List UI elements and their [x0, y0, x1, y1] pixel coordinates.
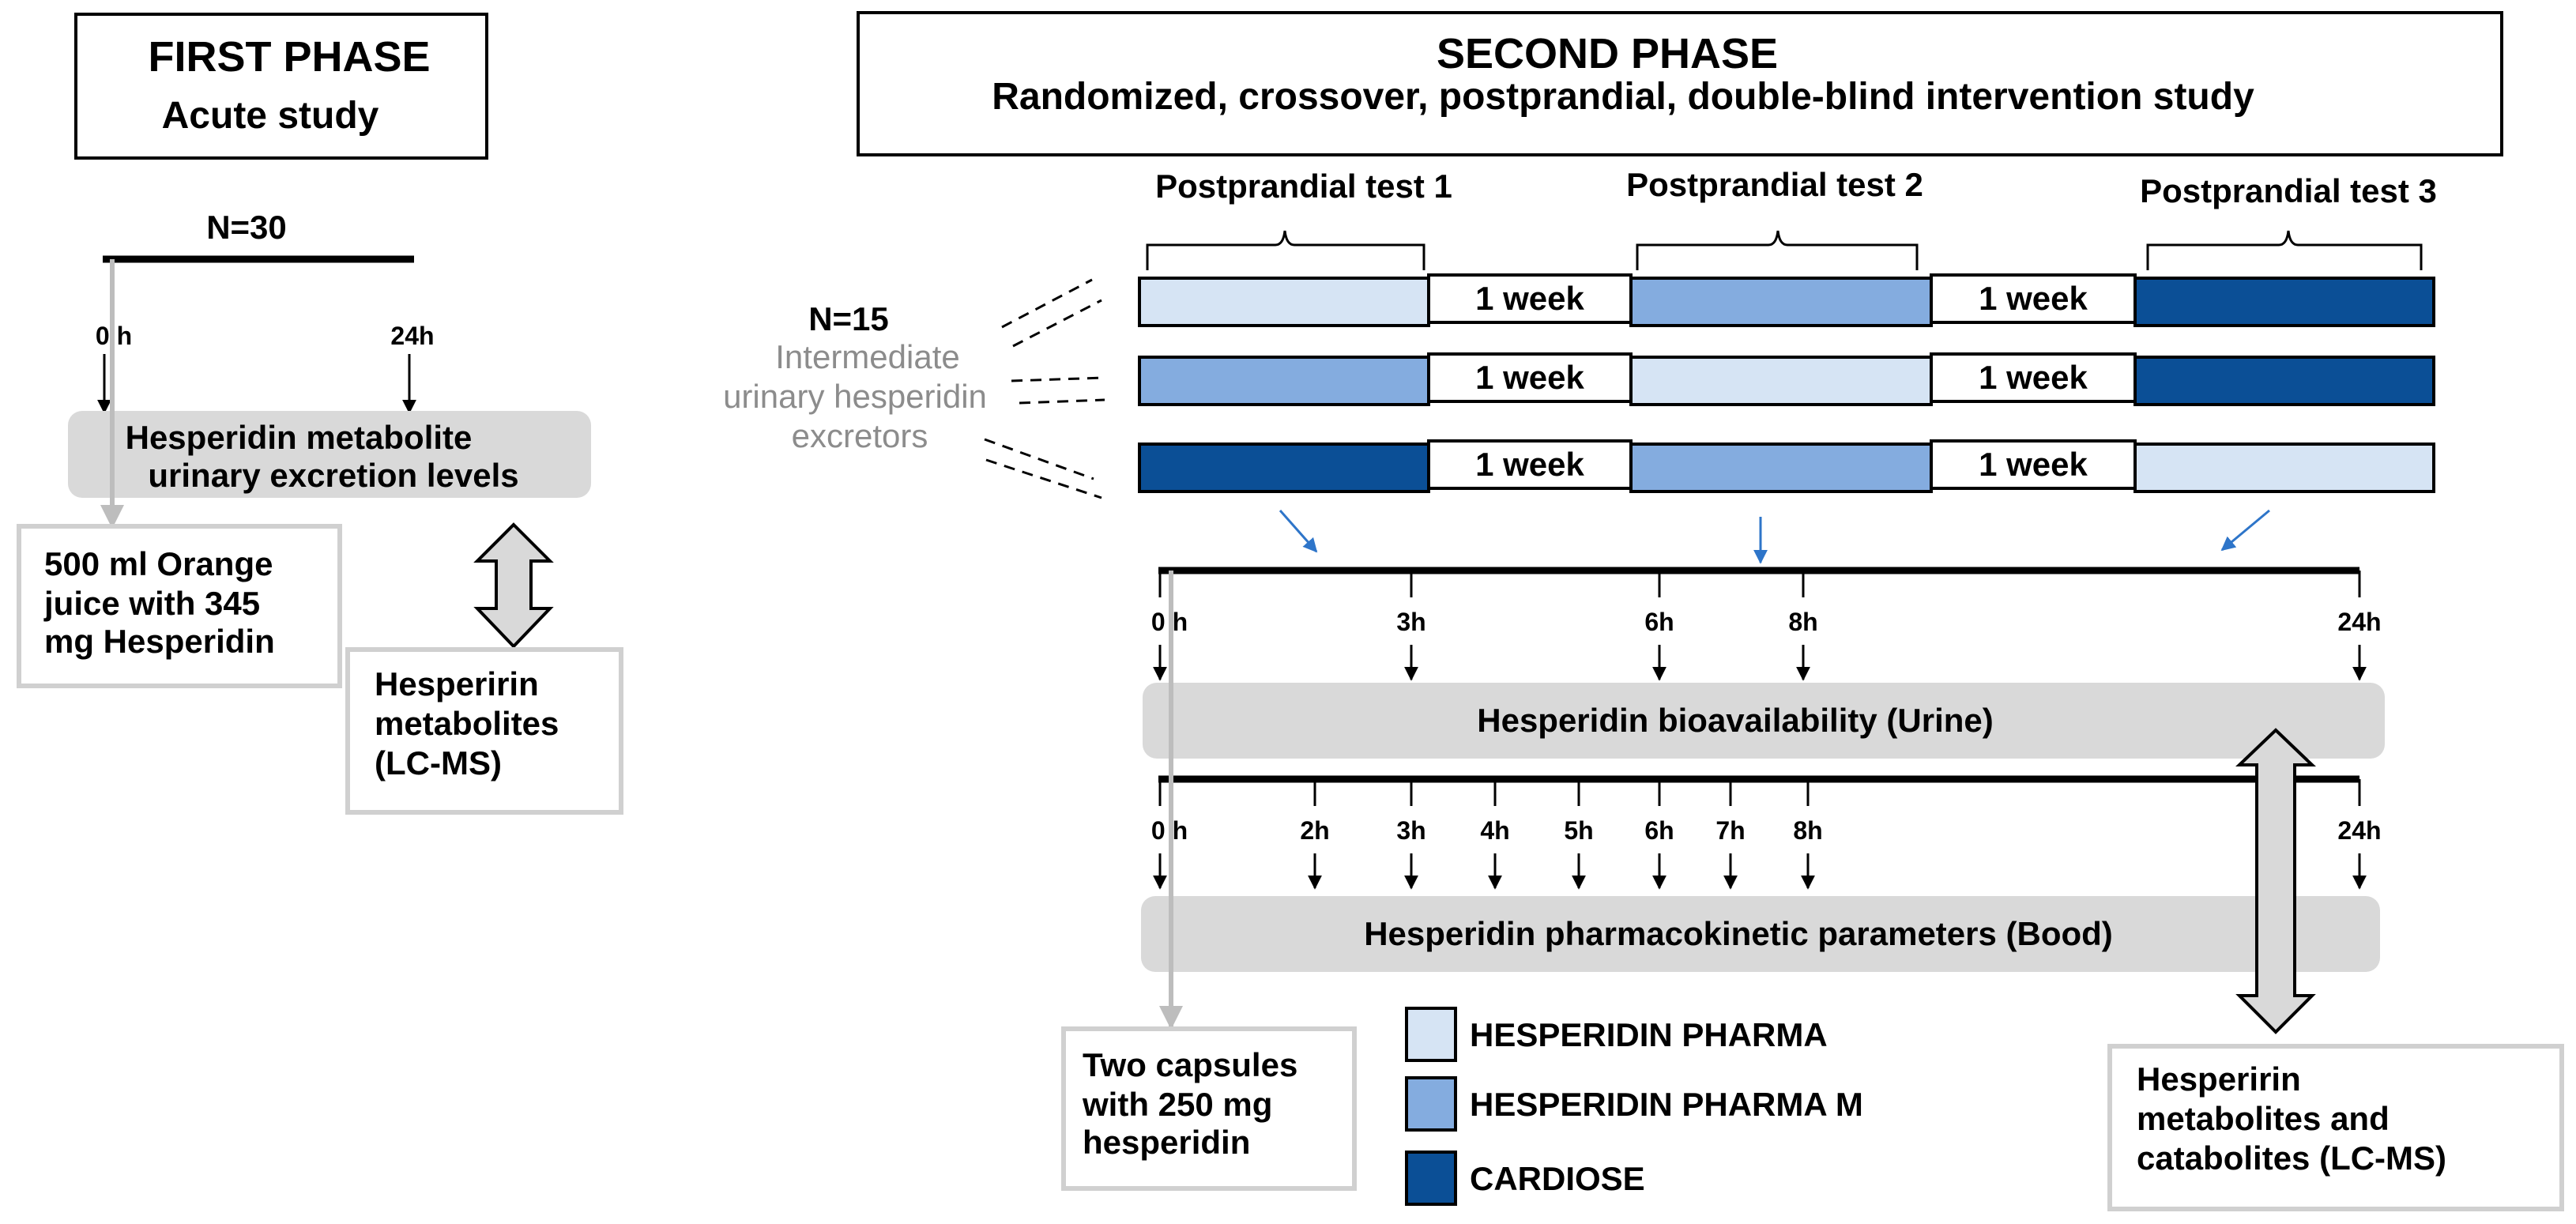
- excretion-line-1: Hesperidin metabolite: [126, 419, 473, 456]
- group-line-1: Intermediate: [775, 338, 959, 375]
- first-phase-n-label: N=30: [206, 209, 287, 246]
- capsules-line-2: with 250 mg: [1082, 1086, 1272, 1123]
- first-metabolites-line-3: (LC-MS): [375, 744, 502, 781]
- first-phase: FIRST PHASE Acute study N=30 0 h 24h Hes…: [17, 13, 623, 815]
- blood-time-label: 3h: [1396, 816, 1425, 845]
- treatment-period-pharma: [1138, 277, 1430, 327]
- sequence-row: 1 week 1 week: [1138, 352, 2435, 406]
- washout-label: 1 week: [1979, 280, 2088, 317]
- washout-period: [1930, 273, 2137, 324]
- second-metabolites-line-1: Hesperirin: [2137, 1060, 2301, 1098]
- juice-line-3: mg Hesperidin: [44, 623, 275, 660]
- legend-label: HESPERIDIN PHARMA M: [1470, 1086, 1863, 1123]
- juice-line-1: 500 ml Orange: [44, 545, 273, 582]
- washout-period: [1930, 439, 2137, 490]
- blood-time-label: 8h: [1793, 816, 1822, 845]
- blue-arrow-test-1: [1279, 510, 1318, 553]
- sequence-row: 1 week 1 week: [1138, 273, 2435, 327]
- washout-period: [1427, 352, 1633, 403]
- second-phase-header: [857, 11, 2503, 156]
- second-phase-n-label: N=15: [808, 300, 889, 337]
- capsules-line-3: hesperidin: [1083, 1124, 1250, 1161]
- second-metabolites-line-2: metabolites and: [2137, 1100, 2390, 1137]
- excretion-line-2: urinary excretion levels: [148, 457, 518, 494]
- excretion-levels-box: [68, 411, 591, 498]
- washout-label: 1 week: [1475, 280, 1584, 317]
- blood-time-label: 5h: [1564, 816, 1593, 845]
- blood-time-label: 4h: [1480, 816, 1509, 845]
- orange-juice-box: [17, 524, 342, 688]
- first-phase-time-24h: 24h: [390, 322, 434, 350]
- blue-arrow-test-3: [2220, 509, 2270, 552]
- treatment-period-pharma-m: [1629, 277, 1933, 327]
- washout-period: [1427, 273, 1633, 324]
- treatment-period-cardiose: [2133, 277, 2435, 327]
- sequence-row: 1 week 1 week: [1138, 439, 2435, 493]
- blood-time-label: 7h: [1715, 816, 1745, 845]
- treatment-period-pharma: [1629, 356, 1933, 406]
- first-phase-title: FIRST PHASE: [148, 33, 430, 81]
- crossover-sequences: 1 week 1 week 1 week 1 week 1 week 1 week: [1138, 273, 2435, 493]
- blood-time-label: 2h: [1300, 816, 1329, 845]
- second-phase-title: SECOND PHASE: [1437, 30, 1778, 77]
- washout-period: [1930, 352, 2137, 403]
- first-phase-metabolites-box: [345, 647, 623, 815]
- capsules-box: [1061, 1026, 1357, 1191]
- legend-item: HESPERIDIN PHARMA: [1405, 1007, 1828, 1062]
- postprandial-test-1-label: Postprandial test 1: [1155, 168, 1452, 205]
- legend-swatch: [1405, 1076, 1457, 1132]
- group-line-3: excretors: [792, 417, 928, 454]
- postprandial-test-2-label: Postprandial test 2: [1626, 166, 1923, 203]
- second-phase-metabolites-box: [2107, 1044, 2564, 1211]
- treatment-period-pharma-m: [1629, 443, 1933, 493]
- legend-swatch: [1405, 1007, 1457, 1062]
- blood-time-label: 24h: [2337, 816, 2381, 845]
- second-phase-double-arrow: [2235, 728, 2316, 1034]
- blood-pharmacokinetic-title: Hesperidin pharmacokinetic parameters (B…: [1364, 915, 2113, 952]
- second-phase-subtitle: Randomized, crossover, postprandial, dou…: [992, 76, 2254, 118]
- group-line-2: urinary hesperidin: [723, 378, 987, 415]
- washout-label: 1 week: [1475, 359, 1584, 396]
- treatment-period-pharma-m: [1138, 356, 1430, 406]
- test-2-brace: [1636, 230, 1919, 270]
- legend-swatch: [1405, 1151, 1457, 1206]
- urine-bioavailability-box: [1143, 683, 2385, 759]
- urine-time-label: 6h: [1644, 608, 1674, 636]
- treatment-period-cardiose: [2133, 356, 2435, 406]
- washout-label: 1 week: [1979, 359, 2088, 396]
- urine-time-label: 8h: [1788, 608, 1817, 636]
- capsules-line-1: Two capsules: [1083, 1046, 1297, 1083]
- blood-time-label: 6h: [1644, 816, 1674, 845]
- legend-label: HESPERIDIN PHARMA: [1470, 1016, 1828, 1053]
- test-3-brace: [2146, 230, 2423, 270]
- second-phase: SECOND PHASE Randomized, crossover, post…: [723, 11, 2564, 1211]
- urine-time-label: 24h: [2337, 608, 2381, 636]
- legend-label: CARDIOSE: [1470, 1160, 1645, 1197]
- second-metabolites-line-3: catabolites (LC-MS): [2137, 1139, 2446, 1177]
- legend-item: HESPERIDIN PHARMA M: [1405, 1076, 1863, 1132]
- blood-pharmacokinetic-box: [1141, 896, 2380, 972]
- washout-label: 1 week: [1979, 446, 2088, 483]
- treatment-period-cardiose: [1138, 443, 1430, 493]
- first-metabolites-line-1: Hesperirin: [375, 665, 539, 702]
- urine-time-label: 3h: [1396, 608, 1425, 636]
- first-phase-double-arrow: [473, 522, 554, 649]
- test-1-brace: [1146, 230, 1425, 270]
- first-phase-subtitle: Acute study: [162, 95, 379, 137]
- washout-label: 1 week: [1475, 446, 1584, 483]
- first-metabolites-line-2: metabolites: [375, 705, 559, 742]
- washout-period: [1427, 439, 1633, 490]
- legend-item: CARDIOSE: [1405, 1151, 1645, 1206]
- first-phase-header: [74, 13, 488, 160]
- postprandial-test-3-label: Postprandial test 3: [2140, 172, 2437, 209]
- treatment-legend: HESPERIDIN PHARMA HESPERIDIN PHARMA M CARD…: [1405, 1007, 1863, 1206]
- juice-line-2: juice with 345: [43, 585, 260, 622]
- group-split-lines: [984, 278, 1105, 499]
- urine-bioavailability-title: Hesperidin bioavailability (Urine): [1477, 702, 1993, 739]
- treatment-period-pharma: [2133, 443, 2435, 493]
